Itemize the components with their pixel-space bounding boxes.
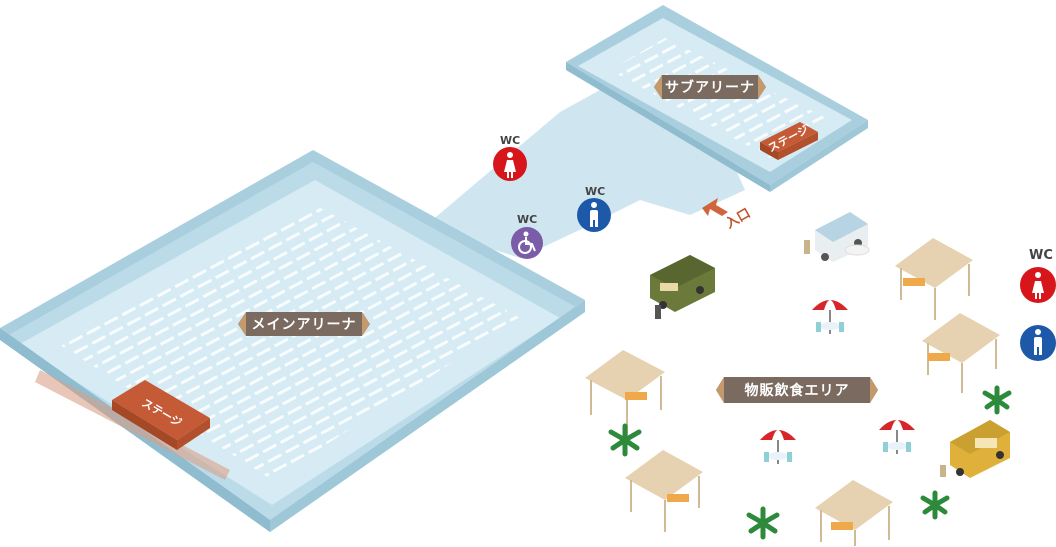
wc-label: WC — [500, 134, 521, 147]
wc-label: WC — [1029, 248, 1053, 263]
corridor-floor — [430, 90, 745, 258]
wc-accessible-icon[interactable] — [511, 227, 543, 259]
tent-icon — [895, 238, 973, 320]
wc-male-icon-right[interactable] — [1020, 325, 1056, 361]
food-truck-white-icon — [815, 212, 870, 262]
palm-icon — [608, 423, 642, 457]
sub-arena-label[interactable]: サブアリーナ — [654, 75, 766, 99]
main-stage-backwall — [35, 370, 230, 480]
main-stage: ステージ — [112, 380, 210, 450]
wc-female-icon-right[interactable] — [1020, 267, 1056, 303]
umbrella-table-icon — [812, 300, 848, 334]
sign-board-icon — [655, 305, 661, 319]
wc-female-icon[interactable] — [493, 147, 527, 181]
main-arena-label[interactable]: メインアリーナ — [238, 312, 370, 336]
tent-icon — [922, 313, 1000, 393]
umbrella-table-icon — [760, 430, 796, 464]
wc-label: WC — [517, 213, 538, 226]
food-area-label[interactable]: 物販飲食エリア — [716, 377, 878, 403]
wc-label: WC — [585, 185, 606, 198]
tent-icon — [815, 480, 893, 546]
entrance-arrow-icon — [702, 198, 728, 216]
wc-male-icon[interactable] — [577, 198, 611, 232]
tent-icon — [625, 450, 703, 532]
entrance-label: 入口 — [723, 206, 753, 232]
food-truck-green-icon — [650, 255, 715, 312]
food-truck-yellow-icon — [950, 420, 1010, 478]
tent-icon — [585, 350, 665, 435]
palm-icon — [920, 490, 950, 520]
palm-icon — [746, 506, 780, 540]
umbrella-table-icon — [879, 420, 915, 454]
palm-icon — [982, 385, 1012, 415]
sign-board-icon — [940, 465, 946, 477]
sign-board-icon — [804, 240, 810, 254]
